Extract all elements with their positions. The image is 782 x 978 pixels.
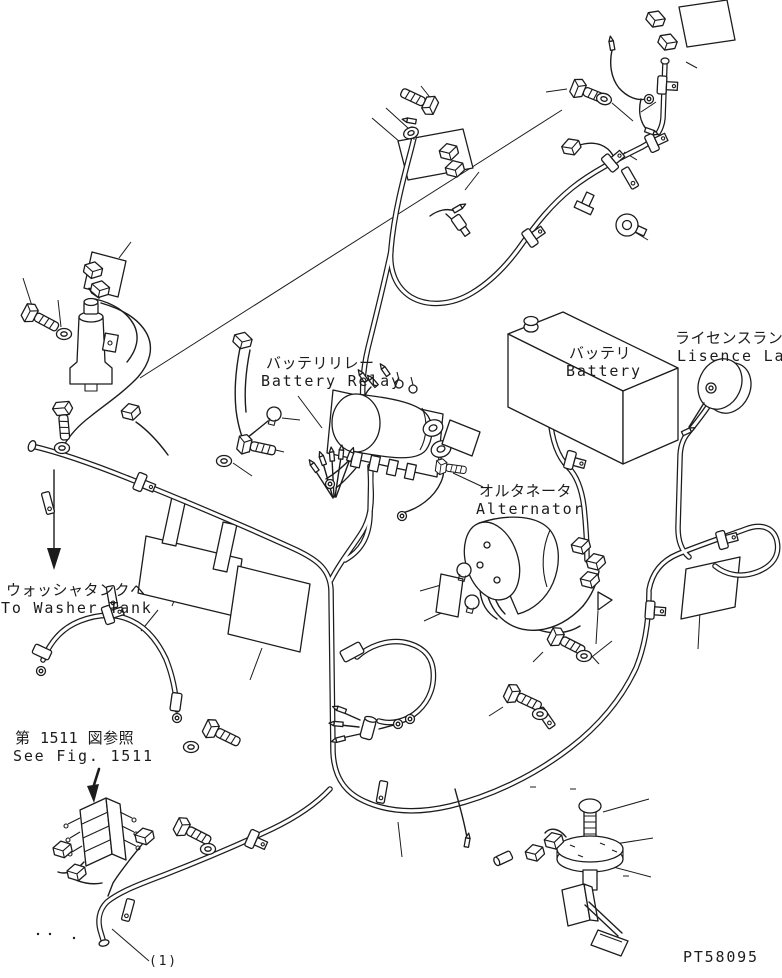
sheet-note: (1) <box>149 954 178 969</box>
tick-marks <box>36 786 629 940</box>
connectors <box>81 7 680 848</box>
harness-tubes <box>27 57 778 947</box>
label-see-fig-jp: 第 1511 図参照 <box>15 729 135 747</box>
label-license-lamp-jp: ライセンスランプ <box>675 329 782 347</box>
license-lamp <box>680 358 752 437</box>
label-see-fig-en: See Fig. 1511 <box>13 747 154 765</box>
washer-solenoid <box>69 285 119 392</box>
part-number: PT58095 <box>683 948 759 966</box>
label-license-lamp-en: Lisence Lamp <box>677 347 782 365</box>
label-battery-jp: バッテリ <box>569 344 632 362</box>
fuel-sender <box>493 798 629 957</box>
alternator-drum <box>463 516 559 615</box>
label-alternator-en: Alternator <box>476 500 585 518</box>
label-alternator-jp: オルタネータ <box>479 482 573 500</box>
see-fig-arrow <box>87 767 101 803</box>
leader-lines <box>22 3 713 962</box>
ground-cable <box>31 584 183 724</box>
label-washer-tank-jp: ウォッシャタンクヘ <box>6 581 146 599</box>
clamps <box>120 75 740 923</box>
washer-tank-arrow <box>40 469 61 570</box>
label-washer-tank-en: To Washer Tank <box>1 599 153 617</box>
label-battery-en: Battery <box>566 362 642 380</box>
battery-relay <box>326 361 481 481</box>
branch-wires <box>57 49 648 897</box>
terminal-block <box>51 797 156 884</box>
battery-box <box>507 311 679 465</box>
label-battery-relay-en: Battery Relay <box>261 372 402 390</box>
label-battery-relay-jp: バッテリリレー <box>266 354 375 372</box>
